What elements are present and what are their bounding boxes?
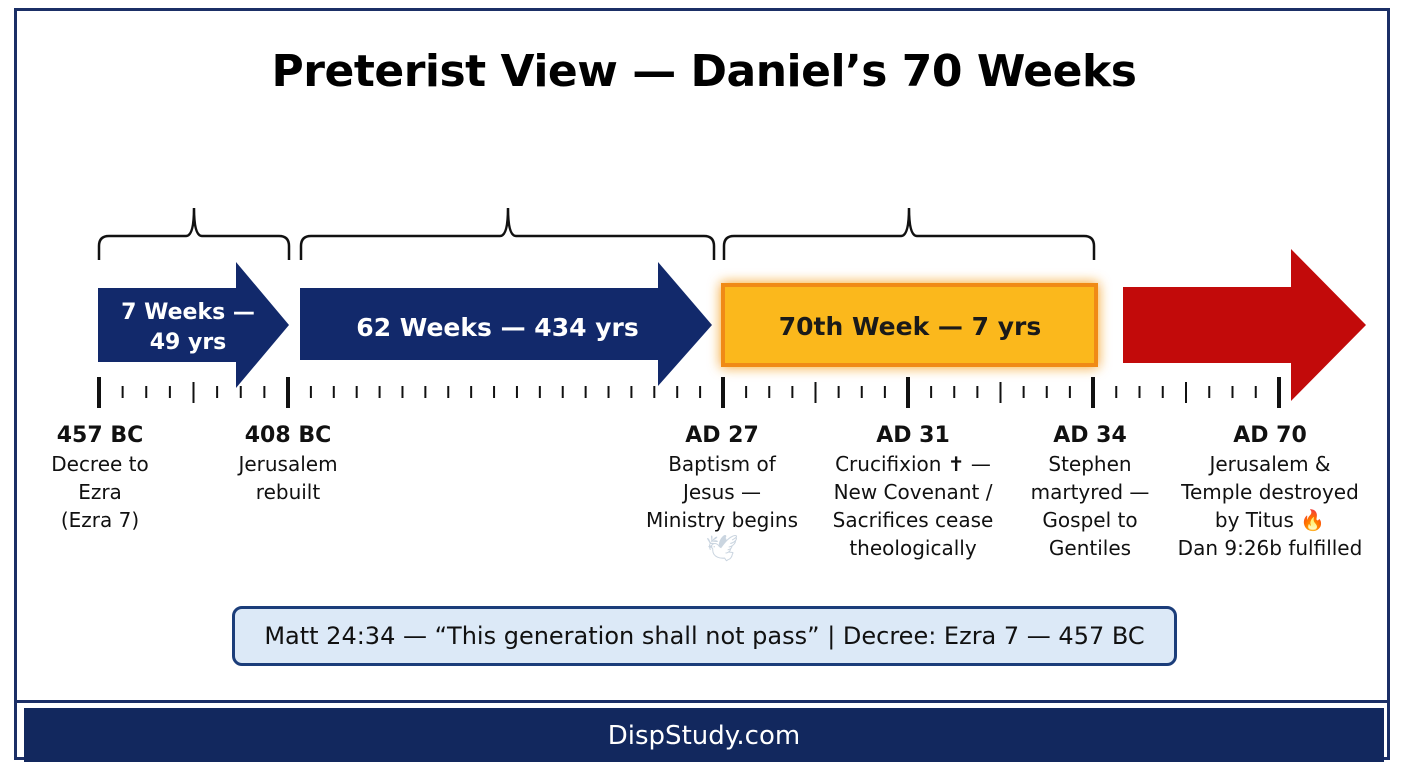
event-date: AD 34 [1053, 423, 1127, 448]
event-description-line: Temple destroyed [1181, 480, 1359, 504]
period-label-7-weeks: 7 Weeks — 49 yrs [121, 300, 255, 355]
minor-ticks [121, 382, 1257, 403]
event-description: Stephen martyred — Gospel to Gentiles [1030, 452, 1150, 560]
arrow-62-weeks [300, 262, 712, 386]
event-date: AD 27 [685, 423, 759, 448]
event-408bc: 408 BC Jerusalem rebuilt [188, 422, 388, 506]
event-ad34: AD 34 Stephen martyred — Gospel to Genti… [990, 422, 1190, 562]
brace-7-weeks [97, 207, 291, 260]
arrow-7-weeks [98, 262, 289, 388]
reference-text: Matt 24:34 — “This generation shall not … [264, 622, 1145, 650]
event-date: AD 70 [1233, 423, 1307, 448]
event-description-line: Jerusalem & [1209, 452, 1331, 476]
event-description-line: Crucifixion ✝ — [835, 452, 991, 476]
event-ad27: AD 27 Baptism of Jesus — Ministry begins… [622, 422, 822, 564]
page-title: Preterist View — Daniel’s 70 Weeks [271, 46, 1137, 97]
event-date: 457 BC [56, 423, 144, 448]
event-description-line: Dan 9:26b fulfilled [1177, 536, 1363, 560]
dove-icon: 🕊 [705, 534, 739, 564]
footer-divider [14, 700, 1390, 703]
footer-site-name: DispStudy.com [607, 721, 801, 751]
brace-62-weeks [299, 207, 716, 260]
timeline-axis [97, 377, 1281, 408]
arrow-ad70 [1123, 249, 1366, 401]
footer-bar: DispStudy.com [24, 708, 1384, 762]
event-date: 408 BC [244, 423, 332, 448]
period-label-70th-week: 70th Week — 7 yrs [778, 311, 1042, 341]
event-description-line: theologically [849, 536, 977, 560]
reference-box: Matt 24:34 — “This generation shall not … [232, 606, 1177, 666]
event-description: Jerusalem rebuilt [238, 452, 338, 504]
event-description-line: by Titus 🔥 [1214, 508, 1326, 532]
box-70th-week [721, 283, 1098, 367]
event-ad70: AD 70 Jerusalem & Temple destroyed by Ti… [1164, 422, 1376, 562]
period-label-62-weeks: 62 Weeks — 434 yrs [356, 312, 639, 342]
brace-70th-week [722, 207, 1096, 260]
event-description-line: Sacrifices cease [832, 508, 994, 532]
event-ad31: AD 31 Crucifixion ✝ — New Covenant / Sac… [808, 422, 1018, 562]
event-457bc: 457 BC Decree to Ezra (Ezra 7) [0, 422, 200, 534]
event-description-line: New Covenant / [833, 480, 993, 504]
event-date: AD 31 [876, 423, 950, 448]
event-description: Decree to Ezra (Ezra 7) [51, 452, 149, 532]
event-description: Baptism of Jesus — Ministry begins [645, 452, 799, 532]
